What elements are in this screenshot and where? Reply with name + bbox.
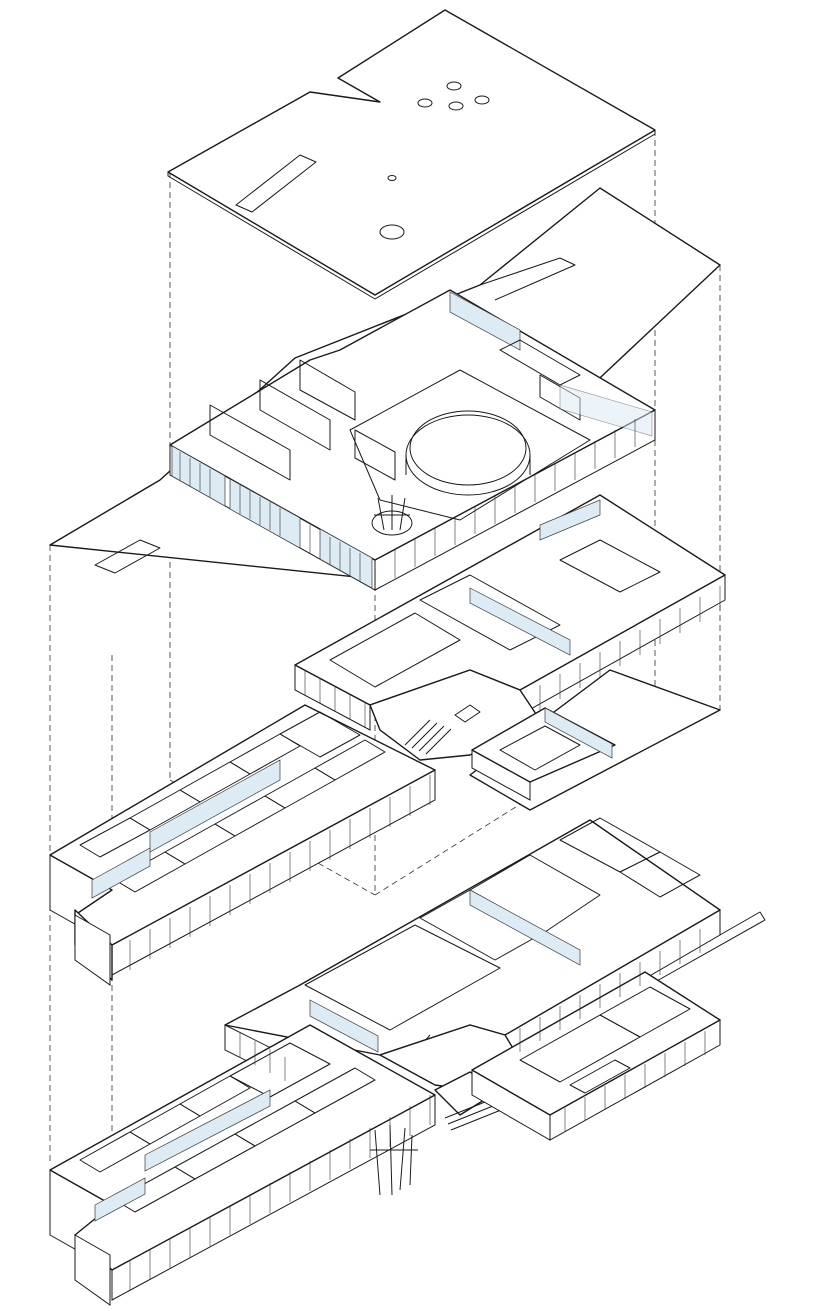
middle-floor: [49, 494, 726, 986]
roof-slab: [167, 9, 656, 300]
ground-floor: [49, 817, 766, 1306]
upper-floor: [49, 187, 721, 591]
